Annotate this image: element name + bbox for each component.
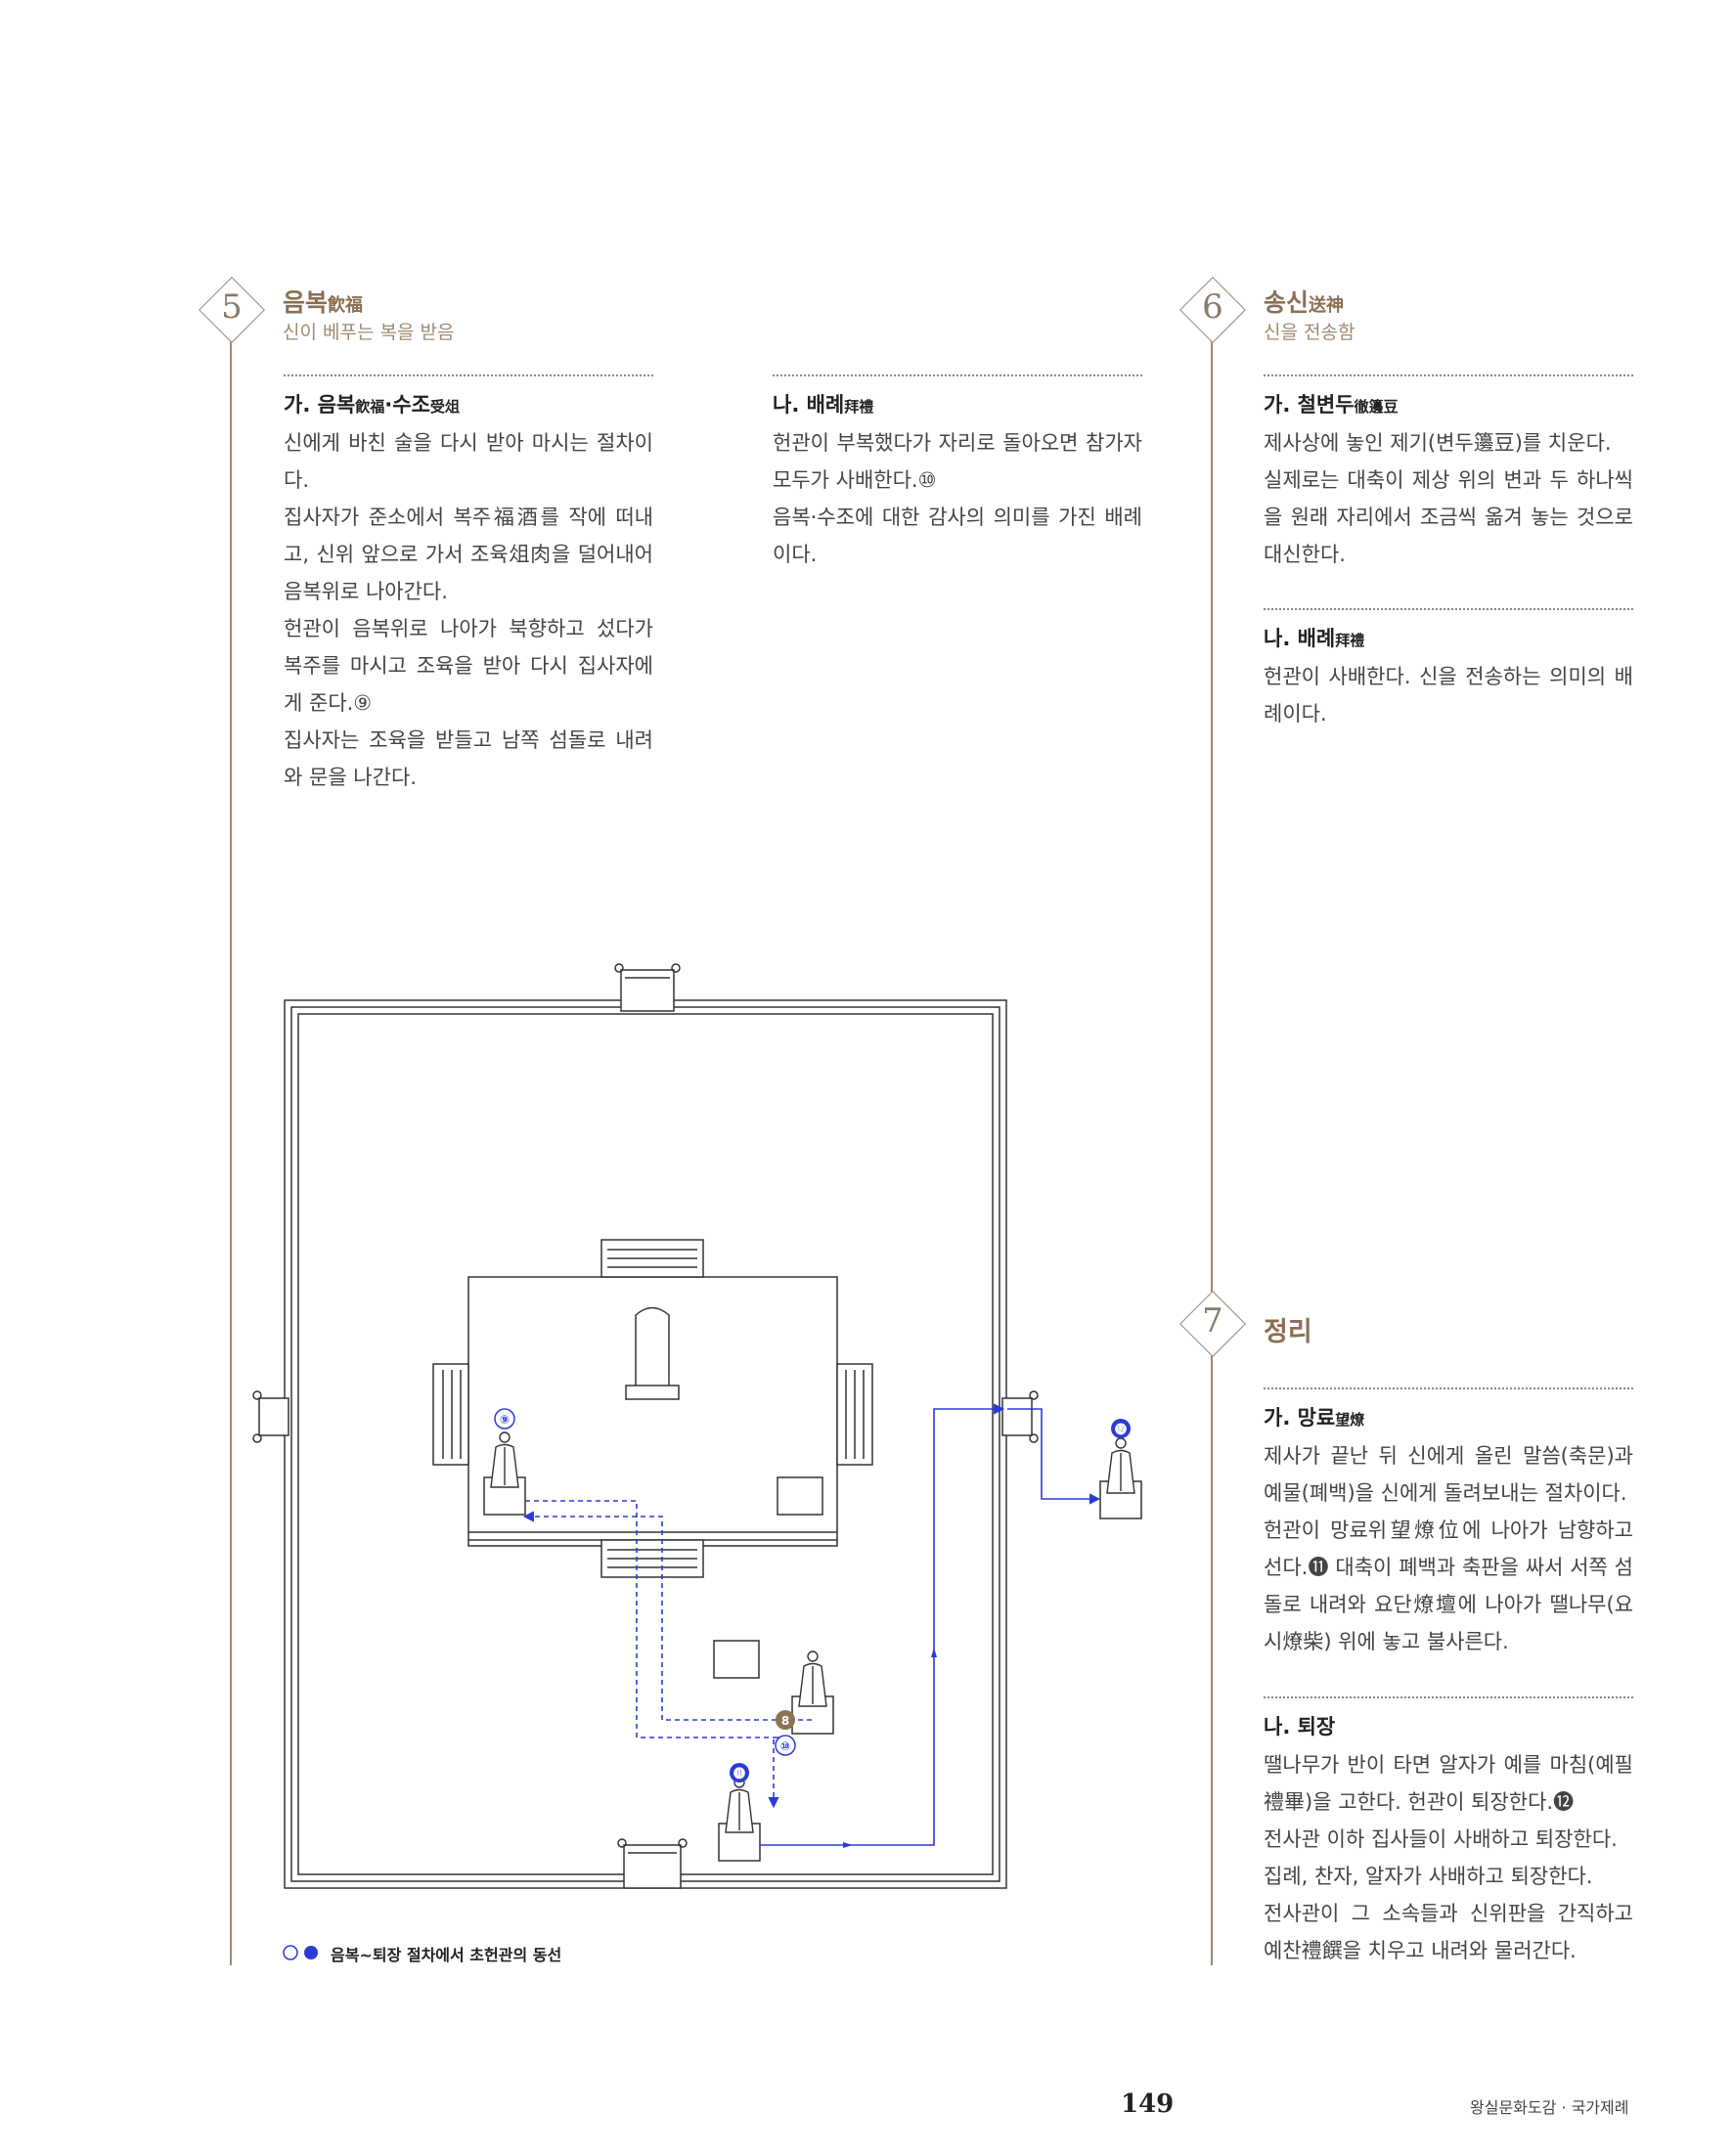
s5-a-heading-hanja: 飮福: [355, 398, 385, 416]
s7-a-heading-hanja: 望燎: [1335, 1411, 1365, 1429]
s6-a-heading-hanja: 徹籩豆: [1354, 398, 1399, 416]
s5-b-heading: 나. 배례拜禮: [773, 389, 873, 418]
book-title: 왕실문화도감 · 국가제례: [1470, 2098, 1629, 2117]
s5-a-heading-text: 가. 음복: [284, 393, 356, 417]
officiant-figure-9: [490, 1431, 519, 1488]
divider: [1264, 608, 1633, 610]
officiant-figure-12: [1106, 1437, 1135, 1494]
section-6-number: 6: [1202, 287, 1223, 327]
path-dotted-b: [525, 1500, 785, 1809]
section-5-title: 음복飮福: [283, 284, 363, 319]
section-7-number: 7: [1202, 1301, 1223, 1341]
divider: [1264, 1387, 1633, 1389]
officiant-figure-11: [725, 1777, 754, 1833]
marker-8-label: 8: [781, 1714, 789, 1728]
marker-10-circle: [775, 1735, 796, 1756]
section-5-subtitle: 신이 베푸는 복을 받음: [283, 322, 455, 343]
paragraph: 땔나무가 반이 타면 알자가 예를 마침(예필禮畢)을 고한다. 헌관이 퇴장한…: [1264, 1753, 1633, 1814]
section-6-title: 송신送神: [1264, 284, 1344, 319]
paragraph: 헌관이 부복했다가 자리로 돌아오면 참가자 모두가 사배한다.⑩: [773, 431, 1142, 492]
east-gate: [1001, 1397, 1033, 1436]
marker-11-label: ⓫: [733, 1766, 745, 1781]
paragraph: 실제로는 대축이 제상 위의 변과 두 하나씩을 원래 자리에서 조금씩 옮겨 …: [1264, 468, 1633, 566]
marker-12-label: ⓬: [1115, 1422, 1127, 1436]
marker-12-circle: [1111, 1419, 1131, 1438]
s5-b-heading-text: 나. 배례: [773, 393, 845, 417]
legend-filled-circle: [304, 1946, 318, 1959]
s6-a-heading: 가. 철변두徹籩豆: [1264, 389, 1399, 418]
s5-b-body: 헌관이 부복했다가 자리로 돌아오면 참가자 모두가 사배한다.⑩ 음복·수조에…: [773, 424, 1142, 573]
s6-a-heading-text: 가. 철변두: [1264, 393, 1355, 417]
marker-9-circle: [494, 1408, 515, 1430]
diagram-caption: 음복~퇴장 절차에서 초헌관의 동선: [331, 1946, 562, 1964]
north-gate: [620, 969, 675, 1012]
south-gate: [623, 1844, 682, 1889]
paragraph: 전사관이 그 소속들과 신위판을 간직하고 예찬禮饌을 치우고 내려와 물러간다…: [1264, 1902, 1633, 1962]
s6-a-body: 제사상에 놓인 제기(변두籩豆)를 치운다. 실제로는 대축이 제상 위의 변과…: [1264, 424, 1633, 573]
paragraph: 헌관이 망료위望燎位에 나아가 남향하고 선다.⓫ 대축이 폐백과 축판을 싸서…: [1264, 1518, 1633, 1653]
section-7-title: 정리: [1264, 1317, 1312, 1347]
section-5-title-text: 음복: [283, 288, 329, 317]
page-number: 149: [1121, 2090, 1175, 2119]
s7-a-heading-text: 가. 망료: [1264, 1406, 1336, 1430]
legend-open-circle: [283, 1945, 298, 1960]
s6-b-body: 헌관이 사배한다. 신을 전송하는 의미의 배례이다.: [1264, 658, 1633, 732]
paragraph: 집사자가 준소에서 복주福酒를 작에 떠내고, 신위 앞으로 가서 조육俎肉을 …: [284, 506, 653, 603]
paragraph: 제사가 끝난 뒤 신에게 올린 말씀(축문)과 예물(폐백)을 신에게 돌려보내…: [1264, 1444, 1633, 1505]
path-solid-to-burning: [1007, 1408, 1101, 1505]
s5-b-heading-hanja: 拜禮: [844, 398, 874, 416]
section-rule-right: [1211, 337, 1213, 1965]
procession-diagram: ⑨ 8 ⑩ ⓫ ⓬: [252, 963, 1142, 1889]
marker-10-label: ⑩: [780, 1739, 790, 1753]
paragraph: 헌관이 음복위로 나아가 북향하고 섰다가 복주를 마시고 조육을 받아 다시 …: [284, 617, 653, 715]
section-6-subtitle: 신을 전송함: [1264, 322, 1355, 343]
s5-a-heading-hanja2: 受俎: [429, 398, 460, 416]
paragraph: 집례, 찬자, 알자가 사배하고 퇴장한다.: [1264, 1865, 1593, 1888]
s7-b-heading: 나. 퇴장: [1264, 1715, 1336, 1738]
section-6-title-text: 송신: [1264, 288, 1310, 317]
s5-a-heading: 가. 음복飮福·수조受俎: [284, 389, 460, 418]
s7-a-heading: 가. 망료望燎: [1264, 1402, 1364, 1431]
s6-b-heading-hanja: 拜禮: [1335, 632, 1365, 649]
officiant-figure-8: [798, 1650, 827, 1707]
marker-8-circle: [776, 1710, 795, 1730]
s7-b-body: 땔나무가 반이 타면 알자가 예를 마침(예필禮畢)을 고한다. 헌관이 퇴장한…: [1264, 1746, 1633, 1969]
west-stairs: [432, 1363, 469, 1466]
marker-11-circle: [730, 1763, 749, 1782]
west-gate: [258, 1397, 289, 1436]
spirit-tablet: [635, 1306, 670, 1386]
s7-a-body: 제사가 끝난 뒤 신에게 올린 말씀(축문)과 예물(폐백)을 신에게 돌려보내…: [1264, 1437, 1633, 1660]
offering-table: [777, 1476, 823, 1516]
paragraph: 전사관 이하 집사들이 사배하고 퇴장한다.: [1264, 1827, 1618, 1851]
section-6-title-hanja: 送神: [1309, 295, 1345, 316]
divider: [284, 374, 653, 376]
marker-9-label: ⑨: [500, 1413, 510, 1427]
divider: [1264, 374, 1633, 376]
section-5-title-hanja: 飮福: [328, 295, 364, 316]
paragraph: 음복·수조에 대한 감사의 의미를 가진 배례이다.: [773, 506, 1142, 566]
section-5-number: 5: [221, 287, 243, 327]
divider: [1264, 1696, 1633, 1698]
paragraph: 제사상에 놓인 제기(변두籩豆)를 치운다.: [1264, 431, 1612, 455]
path-dotted-a: [522, 1511, 812, 1721]
s6-b-heading: 나. 배례拜禮: [1264, 623, 1364, 652]
s5-a-heading-mid: ·수조: [384, 393, 430, 417]
divider: [773, 374, 1142, 376]
courtyard-table: [713, 1640, 760, 1679]
s5-a-body: 신에게 바친 술을 다시 받아 마시는 절차이다. 집사자가 준소에서 복주福酒…: [284, 424, 653, 796]
paragraph: 신에게 바친 술을 다시 받아 마시는 절차이다.: [284, 431, 653, 492]
section-rule-left: [230, 337, 232, 1965]
caption-legend-markers: [283, 1945, 318, 1960]
paragraph: 집사자는 조육을 받들고 남쪽 섬돌로 내려와 문을 나간다.: [284, 728, 653, 789]
paragraph: 헌관이 사배한다. 신을 전송하는 의미의 배례이다.: [1264, 665, 1633, 726]
s6-b-heading-text: 나. 배례: [1264, 627, 1336, 650]
